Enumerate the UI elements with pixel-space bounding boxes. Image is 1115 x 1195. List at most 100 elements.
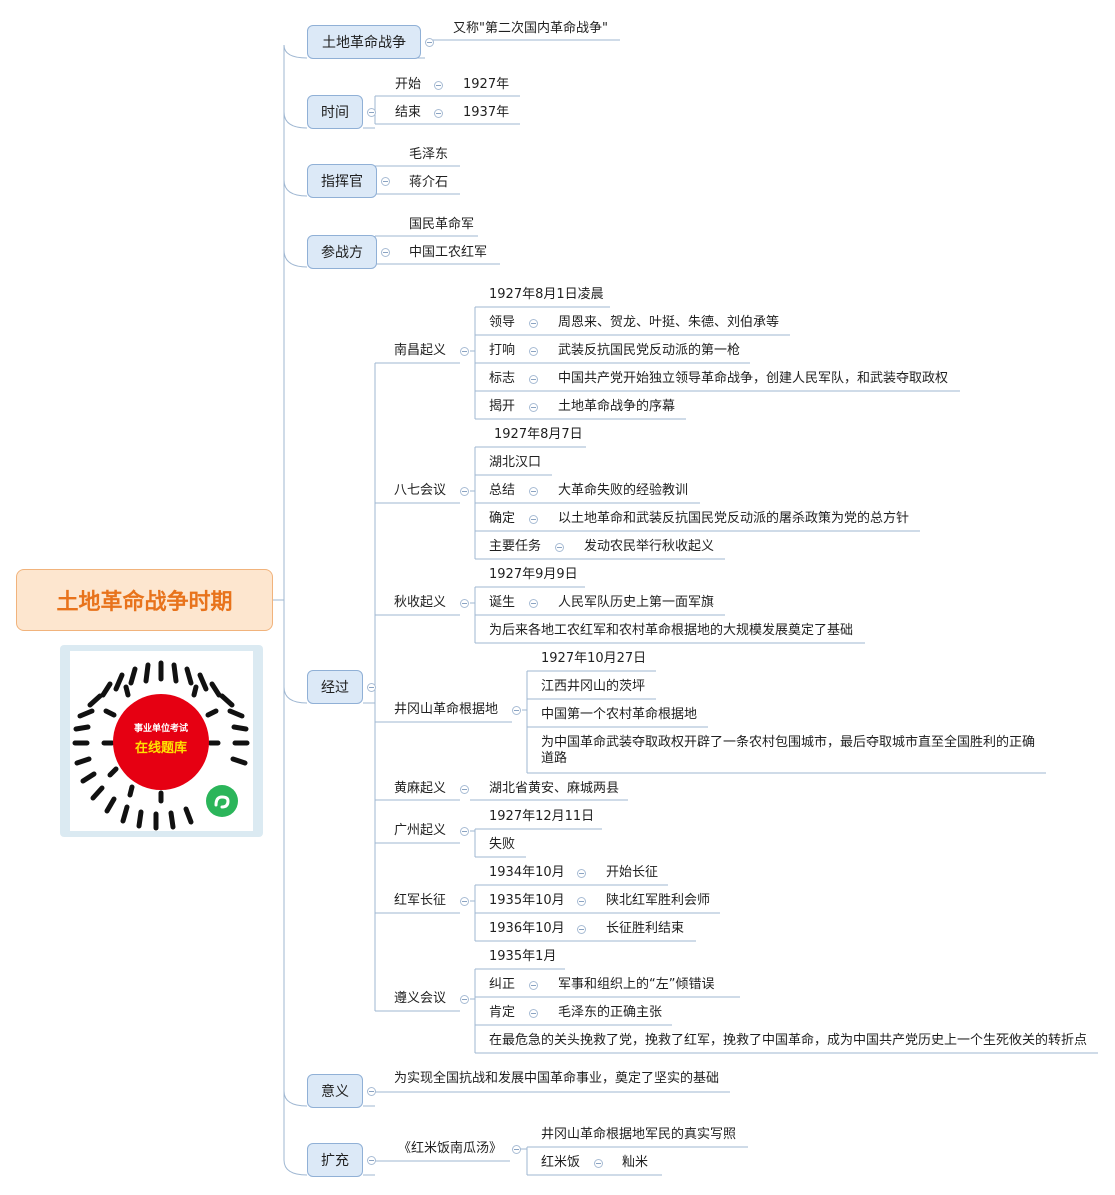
collapse-icon[interactable] [529,599,538,608]
leaf[interactable]: 诞生 [489,595,516,610]
collapse-icon[interactable] [381,248,390,257]
leaf-detail[interactable]: 长征胜利结束 [606,921,685,936]
collapse-icon[interactable] [460,827,469,836]
leaf[interactable]: 1927年8月1日凌晨 [489,287,604,302]
node-long-march[interactable]: 红军长征 [394,893,447,908]
collapse-icon[interactable] [460,599,469,608]
leaf[interactable]: 总结 [489,483,516,498]
node-august7[interactable]: 八七会议 [394,483,447,498]
leaf[interactable]: 为后来各地工农红军和农村革命根据地的大规模发展奠定了基础 [489,623,854,638]
leaf[interactable]: 打响 [489,343,516,358]
leaf-detail[interactable]: 土地革命战争的序幕 [558,399,676,414]
node-jinggangshan[interactable]: 井冈山革命根据地 [394,702,499,717]
node-red-army[interactable]: 中国工农红军 [409,245,488,260]
collapse-icon[interactable] [367,1156,376,1165]
leaf[interactable]: 1927年10月27日 [541,651,647,666]
collapse-icon[interactable] [460,487,469,496]
leaf[interactable]: 肯定 [489,1005,516,1020]
leaf[interactable]: 湖北汉口 [489,455,542,470]
leaf[interactable]: 在最危急的关头挽救了党，挽救了红军，挽救了中国革命，成为中国共产党历史上一个生死… [489,1033,1088,1048]
node-zunyi[interactable]: 遵义会议 [394,991,447,1006]
collapse-icon[interactable] [529,375,538,384]
leaf-detail[interactable]: 周恩来、贺龙、叶挺、朱德、刘伯承等 [558,315,780,330]
node-end-year[interactable]: 1937年 [463,105,510,120]
branch-significance[interactable]: 意义 [307,1074,363,1108]
collapse-icon[interactable] [367,108,376,117]
node-alias[interactable]: 又称"第二次国内革命战争" [453,21,608,36]
leaf[interactable]: 主要任务 [489,539,542,554]
node-mao[interactable]: 毛泽东 [409,147,449,162]
leaf-detail[interactable]: 以土地革命和武装反抗国民党反动派的屠杀政策为党的总方针 [558,511,910,526]
node-huangma[interactable]: 黄麻起义 [394,781,447,796]
leaf[interactable]: 揭开 [489,399,516,414]
collapse-icon[interactable] [512,706,521,715]
node-song[interactable]: 《红米饭南瓜汤》 [398,1141,503,1156]
leaf-detail[interactable]: 毛泽东的正确主张 [558,1005,663,1020]
leaf-detail[interactable]: 湖北省黄安、麻城两县 [489,781,620,796]
leaf-detail[interactable]: 武装反抗国民党反动派的第一枪 [558,343,741,358]
collapse-icon[interactable] [577,897,586,906]
collapse-icon[interactable] [460,995,469,1004]
collapse-icon[interactable] [555,543,564,552]
collapse-icon[interactable] [594,1159,603,1168]
collapse-icon[interactable] [381,177,390,186]
collapse-icon[interactable] [425,38,434,47]
leaf-detail[interactable]: 籼米 [622,1155,649,1170]
collapse-icon[interactable] [434,109,443,118]
leaf-detail[interactable]: 开始长征 [606,865,659,880]
collapse-icon[interactable] [529,487,538,496]
collapse-icon[interactable] [434,81,443,90]
node-nra[interactable]: 国民革命军 [409,217,475,232]
leaf[interactable]: 1927年9月9日 [489,567,578,582]
collapse-icon[interactable] [529,403,538,412]
leaf-detail[interactable]: 发动农民举行秋收起义 [584,539,715,554]
node-start-year[interactable]: 1927年 [463,77,510,92]
leaf-detail[interactable]: 军事和组织上的“左”倾错误 [558,977,715,992]
leaf[interactable]: 红米饭 [541,1155,581,1170]
node-chiang[interactable]: 蒋介石 [409,175,449,190]
leaf-detail[interactable]: 大革命失败的经验教训 [558,483,689,498]
branch-time[interactable]: 时间 [307,95,363,129]
node-guangzhou[interactable]: 广州起义 [394,823,447,838]
leaf[interactable]: 1927年8月7日 [494,427,583,442]
node-end[interactable]: 结束 [395,105,422,120]
leaf-detail[interactable]: 中国共产党开始独立领导革命战争，创建人民军队，和武装夺取政权 [558,371,949,386]
leaf[interactable]: 1936年10月 [489,921,565,936]
leaf[interactable]: 江西井冈山的茨坪 [541,679,646,694]
node-start[interactable]: 开始 [395,77,422,92]
node-autumn-harvest[interactable]: 秋收起义 [394,595,447,610]
collapse-icon[interactable] [367,683,376,692]
collapse-icon[interactable] [529,1009,538,1018]
branch-war-name[interactable]: 土地革命战争 [307,25,421,59]
collapse-icon[interactable] [512,1145,521,1154]
leaf[interactable]: 1935年1月 [489,949,557,964]
branch-extension[interactable]: 扩充 [307,1143,363,1177]
leaf[interactable]: 1927年12月11日 [489,809,595,824]
leaf[interactable]: 1935年10月 [489,893,565,908]
leaf[interactable]: 确定 [489,511,516,526]
node-nanchang[interactable]: 南昌起义 [394,343,447,358]
collapse-icon[interactable] [529,981,538,990]
collapse-icon[interactable] [529,347,538,356]
collapse-icon[interactable] [460,347,469,356]
collapse-icon[interactable] [460,785,469,794]
collapse-icon[interactable] [577,869,586,878]
collapse-icon[interactable] [367,1087,376,1096]
branch-commanders[interactable]: 指挥官 [307,164,377,198]
collapse-icon[interactable] [529,319,538,328]
leaf[interactable]: 标志 [489,371,516,386]
leaf-detail[interactable]: 人民军队历史上第一面军旗 [558,595,715,610]
leaf[interactable]: 失败 [489,837,516,852]
leaf[interactable]: 纠正 [489,977,516,992]
leaf[interactable]: 领导 [489,315,516,330]
leaf-detail[interactable]: 陕北红军胜利会师 [606,893,711,908]
root-topic[interactable]: 土地革命战争时期 [16,569,273,631]
collapse-icon[interactable] [460,897,469,906]
node-significance-text[interactable]: 为实现全国抗战和发展中国革命事业，奠定了坚实的基础 [394,1071,720,1086]
collapse-icon[interactable] [577,925,586,934]
branch-process[interactable]: 经过 [307,670,363,704]
leaf[interactable]: 为中国革命武装夺取政权开辟了一条农村包围城市，最后夺取城市直至全国胜利的正确道路 [541,735,1036,766]
leaf[interactable]: 1934年10月 [489,865,565,880]
collapse-icon[interactable] [529,515,538,524]
branch-belligerents[interactable]: 参战方 [307,235,377,269]
